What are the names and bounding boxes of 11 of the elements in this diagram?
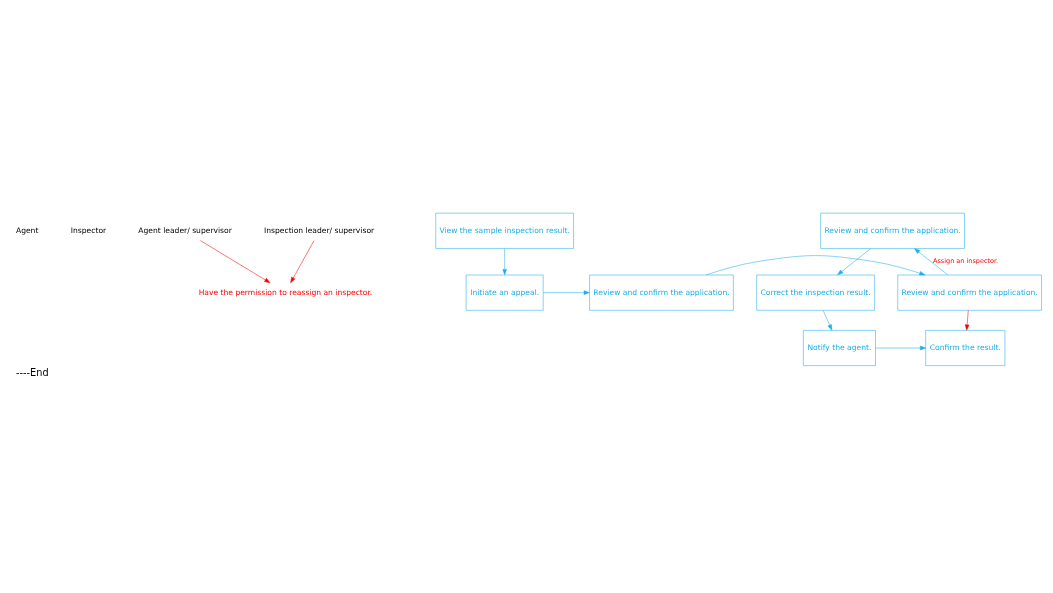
- arrow: [502, 247, 507, 275]
- arrow: [290, 239, 315, 283]
- arrow: [200, 239, 271, 283]
- arrow: [543, 290, 590, 295]
- arrow: [964, 309, 970, 330]
- arrow: [914, 247, 948, 275]
- arrow: [875, 345, 926, 350]
- arrow: [822, 309, 833, 330]
- caption: ----End: [16, 366, 49, 378]
- arrow: [837, 247, 871, 275]
- arrow: [705, 254, 926, 275]
